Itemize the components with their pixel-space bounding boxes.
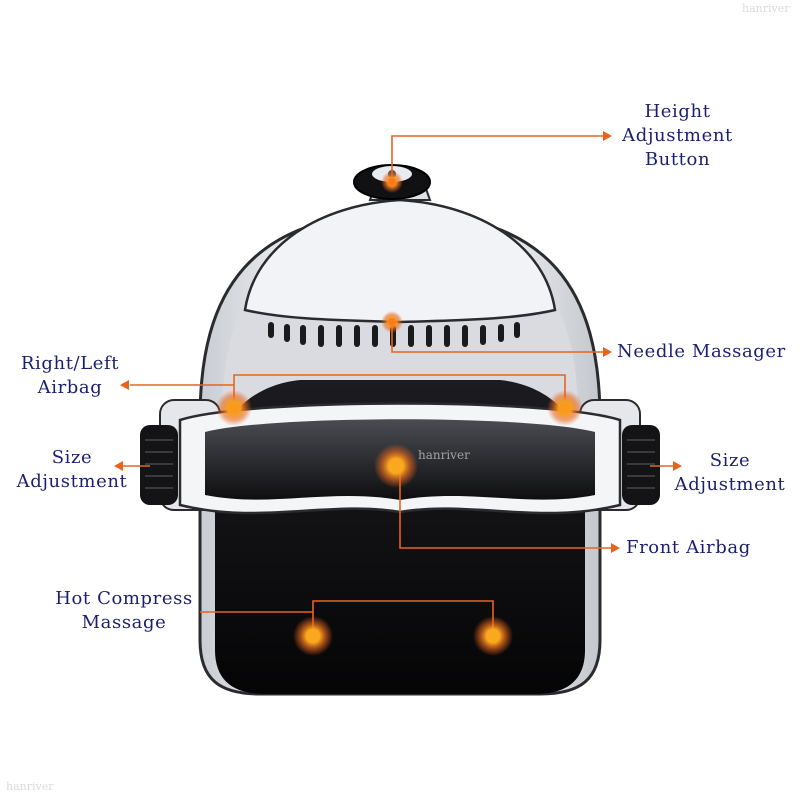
label-height-adjustment-button: Height Adjustment Button [610,100,745,172]
label-line: Airbag [37,377,103,398]
label-line: Adjustment [622,125,733,146]
label-size-adjustment-left: Size Adjustment [8,446,136,494]
needle-comb [268,322,520,347]
crown-cap [243,198,557,324]
label-size-adjustment-right: Size Adjustment [666,449,794,497]
label-line: Size [51,447,93,468]
watermark-center: hanriver [418,448,470,462]
label-line: Right/Left [20,353,120,374]
label-hot-compress-massage: Hot Compress Massage [48,587,200,635]
watermark-bottom-left: hanriver [6,780,54,793]
label-front-airbag: Front Airbag [626,536,751,560]
hotspots [216,171,583,656]
label-right-left-airbag: Right/Left Airbag [6,352,134,400]
label-line: Hot Compress [55,588,193,609]
label-line: Button [644,149,711,170]
watermark-top-right: hanriver [742,2,790,15]
callout-arrowheads [114,131,682,553]
label-needle-massager: Needle Massager [617,340,786,364]
label-line: Height [644,101,711,122]
label-line: Adjustment [674,474,786,495]
label-line: Massage [81,612,167,633]
label-line: Adjustment [16,471,128,492]
label-line: Front Airbag [626,537,751,558]
label-line: Needle Massager [617,341,786,362]
label-line: Size [709,450,751,471]
